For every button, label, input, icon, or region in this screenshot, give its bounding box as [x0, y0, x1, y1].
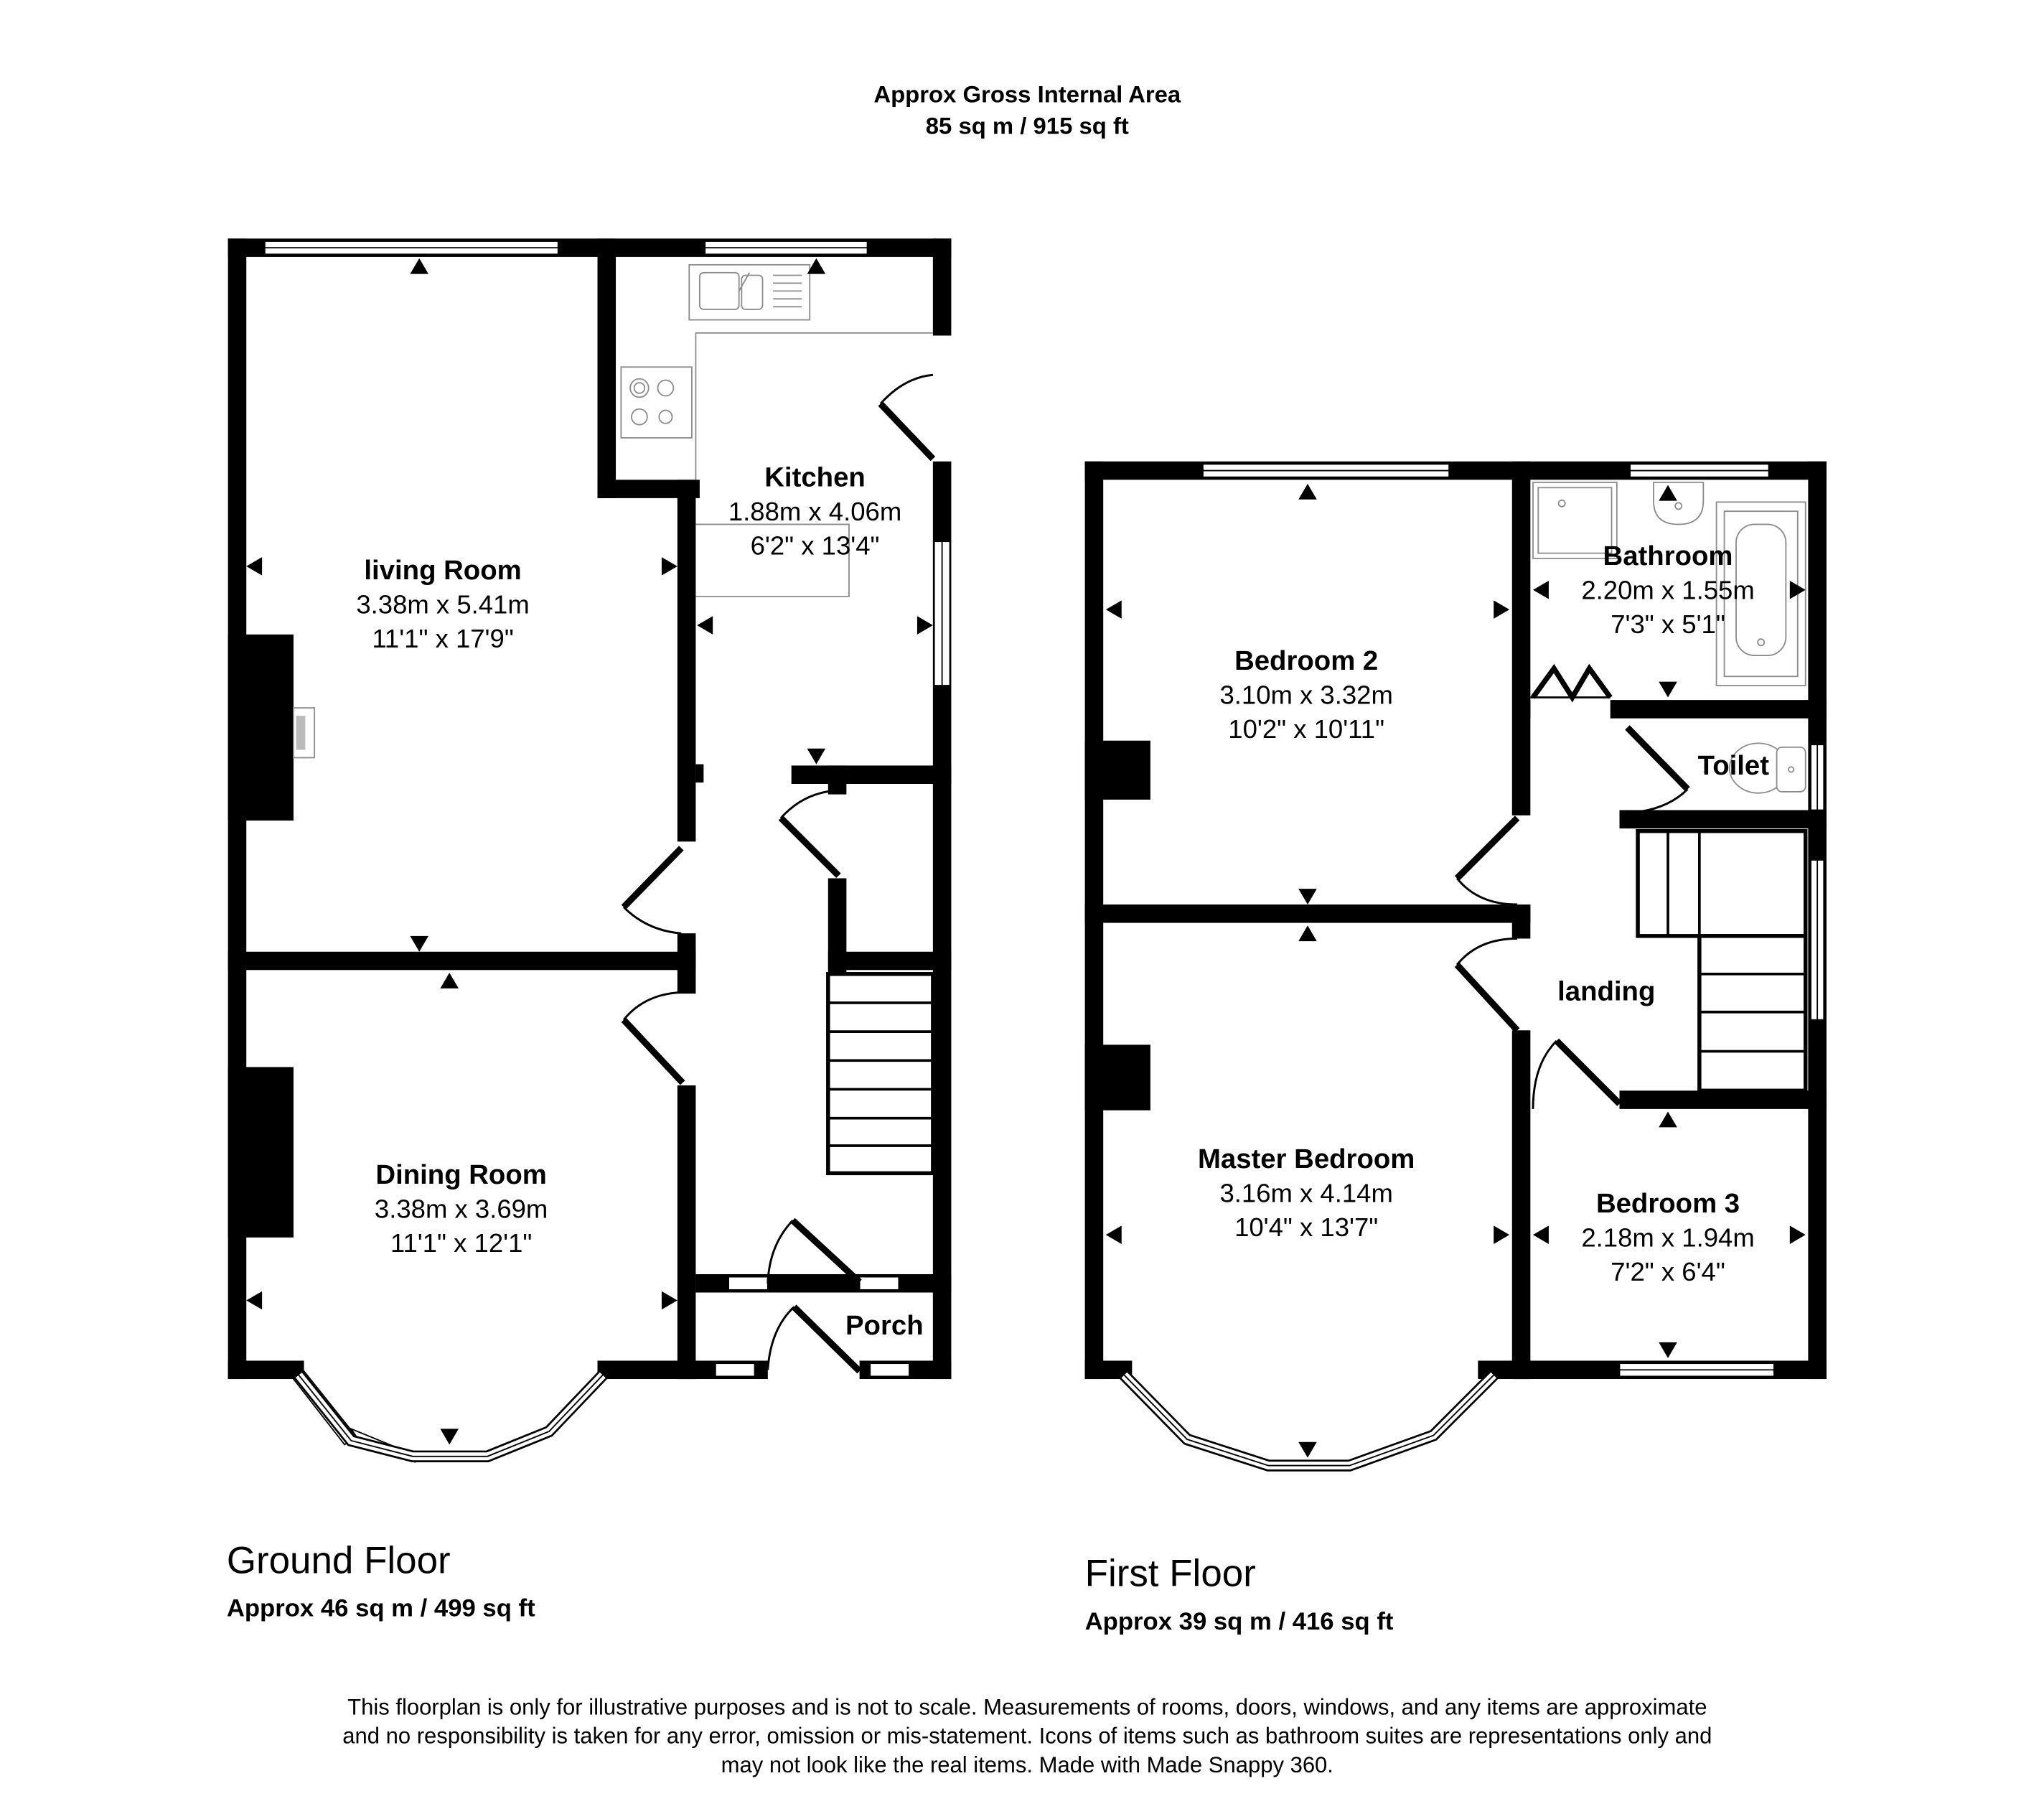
wall-bath-toilet: [1610, 700, 1827, 719]
room-bedroom2: Bedroom 2 3.10m x 3.32m 10'2" x 10'11": [1219, 645, 1392, 744]
door-kitchen-back[interactable]: [878, 373, 936, 462]
toilet-icon: [1728, 742, 1806, 794]
wall-cupboard-bottom: [828, 951, 952, 971]
shower-icon: [1532, 482, 1618, 559]
disclaimer-line-3: may not look like the real items. Made w…: [721, 1752, 1333, 1777]
room-metric: 3.38m x 5.41m: [356, 590, 529, 620]
room-metric: 2.18m x 1.94m: [1581, 1223, 1754, 1253]
room-imperial: 7'2" x 6'4": [1611, 1257, 1725, 1286]
room-name: Bathroom: [1603, 541, 1733, 571]
chimney-living: [228, 634, 294, 821]
basin-icon: [1653, 482, 1705, 525]
room-name: Dining Room: [375, 1159, 546, 1190]
floor-title: First Floor: [1085, 1553, 1256, 1595]
door-porch-inner[interactable]: [766, 1217, 862, 1285]
wall-toilet-stairs: [1619, 810, 1827, 829]
room-dining: Dining Room 3.38m x 3.69m 11'1" x 12'1": [375, 1159, 548, 1258]
sink-icon: [688, 263, 811, 321]
wall-living-hall-upper: [677, 480, 696, 842]
room-metric: 2.20m x 1.55m: [1581, 576, 1754, 605]
chimney-dining: [228, 1067, 294, 1238]
room-metric: 3.38m x 3.69m: [375, 1194, 548, 1223]
hob-icon: [620, 366, 693, 439]
door-cupboard[interactable]: [778, 789, 841, 879]
room-imperial: 10'2" x 10'11": [1228, 714, 1384, 744]
measure-arrows-ground: [246, 258, 933, 1445]
room-name: landing: [1557, 976, 1655, 1006]
wall-living-kitchen: [597, 238, 617, 498]
room-name: Bedroom 2: [1234, 645, 1378, 676]
wall-bed2-bath: [1511, 461, 1531, 815]
wall-bottom-right: [597, 1360, 696, 1380]
first-floor-caption: First Floor Approx 39 sq m / 416 sq ft: [1085, 1553, 1394, 1635]
header: Approx Gross Internal Area 85 sq m / 915…: [873, 80, 1181, 139]
floor-title: Ground Floor: [227, 1539, 451, 1581]
door-bathroom-bifold[interactable]: [1530, 663, 1613, 703]
staircase-ground: [826, 972, 935, 1176]
measure-arrows-first: [1105, 483, 1806, 1458]
door-bedroom3[interactable]: [1532, 1038, 1622, 1109]
wall-landing-bed3: [1619, 1090, 1827, 1109]
room-metric: 3.10m x 3.32m: [1219, 681, 1392, 710]
room-master-bedroom: Master Bedroom 3.16m x 4.14m 10'4" x 13'…: [1198, 1144, 1415, 1242]
wall-bed2-master: [1084, 904, 1531, 923]
wall-cupboard-top: [791, 765, 952, 784]
kitchen-worktop: [695, 332, 933, 597]
room-toilet: Toilet: [1698, 750, 1770, 781]
room-metric: 1.88m x 4.06m: [728, 497, 901, 526]
floor-area: Approx 46 sq m / 499 sq ft: [227, 1595, 535, 1622]
room-imperial: 11'1" x 17'9": [372, 624, 513, 653]
wall-master-bed3: [1511, 1030, 1531, 1380]
room-metric: 3.16m x 4.14m: [1219, 1179, 1392, 1208]
room-porch: Porch: [845, 1310, 924, 1341]
door-toilet[interactable]: [1625, 725, 1690, 814]
room-name: Toilet: [1698, 750, 1770, 781]
room-imperial: 6'2" x 13'4": [751, 530, 880, 560]
room-imperial: 7'3" x 5'1": [1611, 609, 1725, 639]
room-bedroom3: Bedroom 3 2.18m x 1.94m 7'2" x 6'4": [1581, 1188, 1754, 1286]
room-name: living Room: [364, 555, 521, 586]
room-landing: landing: [1557, 976, 1655, 1006]
wall-kitchen-right-upper: [932, 238, 952, 336]
bay-window-master: [1120, 1370, 1499, 1472]
ground-floor-plan: living Room 3.38m x 5.41m 11'1" x 17'9" …: [228, 238, 952, 1464]
room-imperial: 10'4" x 13'7": [1234, 1212, 1378, 1242]
room-bathroom: Bathroom 2.20m x 1.55m 7'3" x 5'1": [1581, 541, 1754, 639]
door-front[interactable]: [766, 1304, 862, 1374]
room-name: Bedroom 3: [1596, 1188, 1740, 1219]
floor-area: Approx 39 sq m / 416 sq ft: [1085, 1608, 1394, 1635]
disclaimer-line-1: This floorplan is only for illustrative …: [347, 1695, 1707, 1720]
wall-dining-hall: [677, 1085, 696, 1380]
room-name: Porch: [845, 1310, 924, 1341]
room-imperial: 11'1" x 12'1": [390, 1228, 532, 1258]
room-name: Kitchen: [764, 462, 866, 492]
wall-living-dining: [228, 951, 696, 971]
room-name: Master Bedroom: [1198, 1144, 1415, 1174]
chimney-bedroom2: [1084, 740, 1150, 800]
disclaimer: This floorplan is only for illustrative …: [342, 1695, 1712, 1777]
header-title: Approx Gross Internal Area: [873, 80, 1181, 107]
door-bedroom2[interactable]: [1454, 815, 1520, 906]
door-master[interactable]: [1454, 938, 1520, 1033]
chimney-master: [1084, 1044, 1150, 1111]
room-kitchen: Kitchen 1.88m x 4.06m 6'2" x 13'4": [728, 462, 901, 560]
disclaimer-line-2: and no responsibility is taken for any e…: [342, 1724, 1712, 1749]
wall-bottom-left: [228, 1360, 304, 1380]
ground-floor-caption: Ground Floor Approx 46 sq m / 499 sq ft: [227, 1539, 535, 1622]
staircase-first: [1636, 828, 1808, 1093]
first-floor-plan: Bedroom 2 3.10m x 3.32m 10'2" x 10'11" B…: [1084, 461, 1827, 1472]
room-living: living Room 3.38m x 5.41m 11'1" x 17'9": [356, 555, 529, 653]
door-living[interactable]: [621, 846, 684, 935]
header-total-area: 85 sq m / 915 sq ft: [926, 112, 1129, 139]
bay-window-dining: [292, 1370, 607, 1464]
door-dining[interactable]: [621, 991, 685, 1085]
